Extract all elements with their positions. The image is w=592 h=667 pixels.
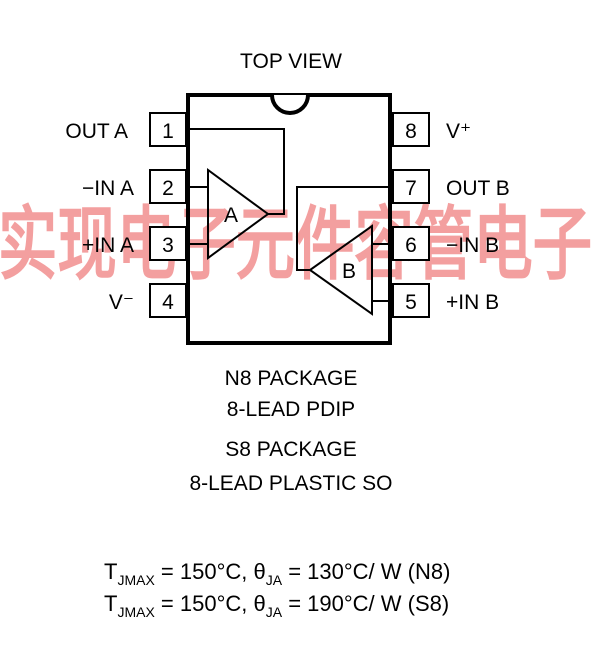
thermal-line-n8: TJMAX = 150°C, θJA = 130°C/ W (N8) (104, 559, 450, 588)
pin-1-number: 1 (162, 120, 174, 143)
pin-5-number: 5 (405, 291, 417, 314)
pin-7-label: OUT B (446, 177, 510, 200)
pin-4-label: V⁻ (109, 291, 134, 314)
package-body (186, 93, 392, 345)
pin-1-label: OUT A (65, 120, 128, 143)
pin-4-box (149, 283, 187, 318)
amp-a-label: A (224, 204, 238, 227)
pin-7-number: 7 (405, 177, 417, 200)
pin-6-box (392, 226, 430, 261)
pin-8-box (392, 112, 430, 147)
pin-3-box (149, 226, 187, 261)
pin-5-label: +IN B (446, 291, 499, 314)
amp-b-label: B (342, 260, 356, 283)
pin-3-label: +IN A (82, 234, 134, 257)
thermal-specs: TJMAX = 150°C, θJA = 130°C/ W (N8) TJMAX… (104, 559, 450, 620)
package-s8-name: S8 PACKAGE (225, 438, 357, 461)
pin-1-box (149, 112, 187, 147)
pin-2-label: −IN A (82, 177, 134, 200)
left-pins: 1 2 3 4 OUT A −IN A +IN A V⁻ (65, 112, 187, 318)
amplifier-a (186, 128, 285, 260)
thermal-line-s8: TJMAX = 150°C, θJA = 190°C/ W (S8) (104, 591, 449, 620)
pin-2-number: 2 (162, 177, 174, 200)
pin-5-box (392, 283, 430, 318)
pin-7-box (392, 169, 430, 204)
package-s8-desc: 8-LEAD PLASTIC SO (189, 472, 392, 495)
top-view-label: TOP VIEW (240, 50, 342, 73)
pin-4-number: 4 (162, 291, 174, 314)
package-info: N8 PACKAGE 8-LEAD PDIP S8 PACKAGE 8-LEAD… (189, 367, 392, 495)
amplifier-b (296, 186, 390, 316)
pin-3-number: 3 (162, 234, 174, 257)
pin-8-number: 8 (405, 120, 417, 143)
package-n8-desc: 8-LEAD PDIP (227, 398, 355, 421)
package-n8-name: N8 PACKAGE (225, 367, 358, 390)
pin-6-label: −IN B (446, 234, 499, 257)
right-pins: 8 7 6 5 V⁺ OUT B −IN B +IN B (392, 112, 510, 318)
pin-8-label: V⁺ (446, 120, 471, 143)
pin-6-number: 6 (405, 234, 417, 257)
